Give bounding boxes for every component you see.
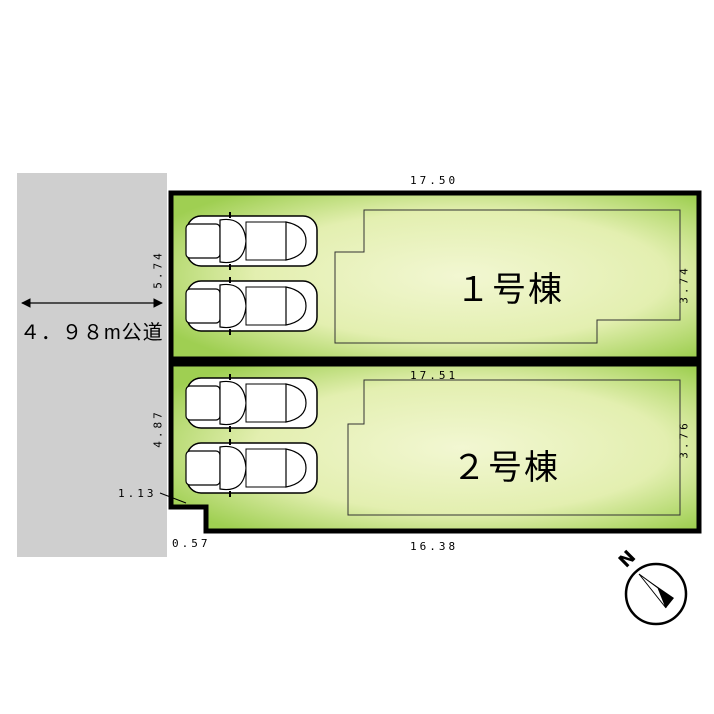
parking-car-1 [185,212,318,270]
public-road [17,173,167,557]
building-2-outline [347,379,681,516]
parking-car-3 [185,374,318,432]
dimension-middle: 17.51 [410,369,459,382]
building-1-outline [334,209,681,344]
dimension-lot2-right: 3.76 [677,420,691,459]
building-1-label: １号棟 [456,271,564,309]
dimension-bottom: 16.38 [410,540,459,553]
compass-north-label: N [615,548,641,572]
dimension-lot1-right: 3.74 [677,265,691,304]
dimension-lot2-left: 4.87 [151,409,165,448]
road-label: ４．９８m公道 [20,322,164,344]
dimension-lot1-left: 5.74 [151,250,165,289]
north-compass-icon: N [615,548,688,626]
parking-car-2 [185,277,318,335]
building-2-label: ２号棟 [452,449,560,487]
dimension-corner-bottom: 0.57 [172,537,211,550]
parking-car-4 [185,439,318,497]
dimension-top: 17.50 [410,174,459,187]
dimension-corner-cut: 1.13 [118,487,157,500]
